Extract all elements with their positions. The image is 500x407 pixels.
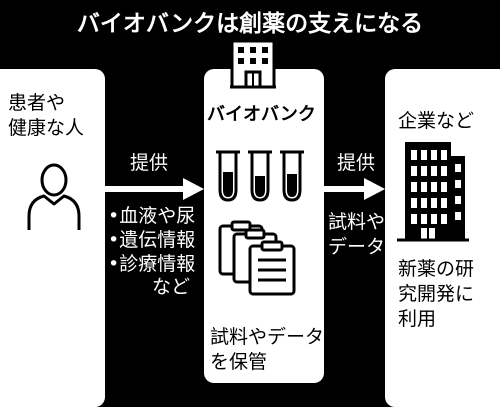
- company-caption-line2: 究開発に: [398, 283, 475, 305]
- donor-panel: [0, 69, 105, 407]
- arrow2-label: 提供: [337, 152, 376, 174]
- arrow1-items-tail: など: [152, 276, 191, 298]
- office-tower-icon: [397, 142, 469, 242]
- biobank-caption-line1: 試料やデータ: [210, 326, 325, 348]
- page-title: バイオバンクは創薬の支えになる: [76, 11, 424, 37]
- arrow1-label: 提供: [130, 152, 169, 174]
- building-icon: [230, 39, 276, 89]
- donor-label-line2: 健康な人: [8, 117, 85, 139]
- arrow1-item: •遺伝情報: [108, 229, 196, 251]
- arrow1-item: •診療情報: [108, 253, 196, 275]
- arrow2-sub-line2: データ: [328, 236, 386, 258]
- arrow-right-icon: [105, 178, 204, 200]
- arrow2-sub-line1: 試料や: [328, 211, 386, 233]
- test-tubes-icon: [216, 150, 304, 202]
- biobank-label: バイオバンク: [207, 104, 316, 125]
- company-label: 企業など: [398, 110, 475, 132]
- arrow-right-icon: [324, 178, 385, 200]
- person-icon: [27, 163, 81, 230]
- company-caption-line1: 新薬の研: [398, 258, 475, 280]
- company-caption-line3: 利用: [398, 308, 437, 330]
- arrow1-item: •血液や尿: [108, 205, 196, 227]
- clipboard-documents-icon: [218, 220, 296, 296]
- donor-label-line1: 患者や: [8, 92, 66, 114]
- biobank-caption-line2: を保管: [210, 351, 268, 373]
